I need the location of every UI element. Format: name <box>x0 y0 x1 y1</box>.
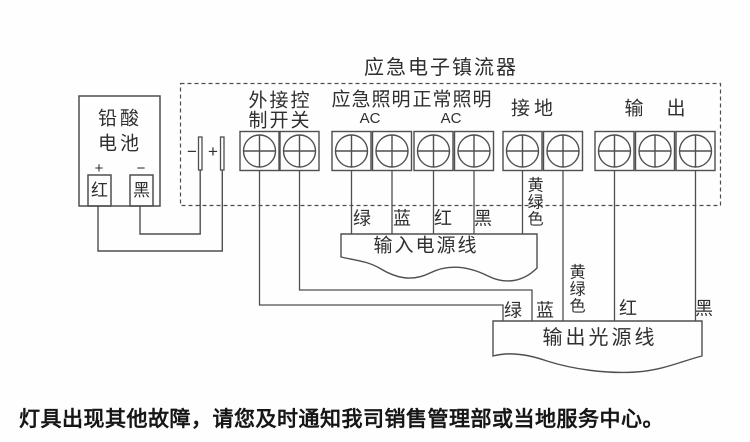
output-light-cable-box <box>492 320 703 374</box>
label-normal-ac: AC <box>440 109 462 127</box>
screw-terminal <box>413 130 454 172</box>
label-control-switch-line1: 外接控 <box>248 90 312 112</box>
screw-terminal <box>371 130 413 172</box>
battery-terminal-red: 红 <box>91 180 108 200</box>
wire-label-output-black: 黑 <box>695 298 713 319</box>
screw-terminal <box>331 130 372 172</box>
screw-terminal <box>675 130 716 172</box>
ballast-dashed-outline <box>179 82 722 207</box>
wire-label-output-blue: 蓝 <box>536 300 554 321</box>
wire-label-input-black: 黑 <box>474 208 492 229</box>
label-output: 输 出 <box>624 98 688 120</box>
wires-to-input-box <box>350 170 524 234</box>
label-ground: 接地 <box>510 98 558 120</box>
terminal-block-normal-ac <box>413 130 495 172</box>
input-power-cable-box <box>340 233 538 282</box>
ballast-plus-sign: + <box>208 141 218 161</box>
screw-terminal <box>542 130 584 172</box>
screw-terminal <box>502 130 543 172</box>
screw-terminal <box>279 130 320 172</box>
wire-label-input-red: 红 <box>434 208 452 229</box>
battery-positive-sign: + <box>94 159 104 177</box>
screw-terminal <box>594 130 635 172</box>
battery-wires <box>97 170 224 252</box>
wire-label-input-green: 绿 <box>353 208 371 229</box>
input-power-cable-label: 输入电源线 <box>373 235 479 257</box>
diagram-title: 应急电子镇流器 <box>364 57 518 80</box>
wire-label-output-red: 红 <box>619 298 637 319</box>
battery-negative-sign: − <box>136 159 146 177</box>
label-emergency-ac: AC <box>359 109 381 127</box>
label-emergency-lighting: 应急照明 <box>331 89 412 111</box>
terminal-block-control <box>239 130 320 172</box>
footer-note: 灯具出现其他故障，请您及时通知我司销售管理部或当地服务中心。 <box>19 408 664 431</box>
wires-to-output-box <box>258 170 697 321</box>
label-normal-lighting: 正常照明 <box>412 89 493 111</box>
screw-terminal <box>634 130 676 172</box>
battery-box <box>78 95 161 207</box>
wire-label-ground-to-output: 黄绿色 <box>566 263 584 315</box>
wire-label-input-blue: 蓝 <box>393 208 411 229</box>
screw-terminal <box>453 130 495 172</box>
wire-label-ground-to-input: 黄绿色 <box>524 176 542 228</box>
battery-terminal-black: 黑 <box>133 180 150 200</box>
battery-name-line2: 电池 <box>97 133 143 155</box>
terminal-block-ground <box>502 130 584 172</box>
label-control-switch-line2: 制开关 <box>248 110 312 132</box>
terminal-block-output <box>594 130 716 172</box>
battery-electrode-symbol <box>197 136 225 171</box>
ballast-minus-sign: − <box>187 141 197 161</box>
terminal-block-emergency-ac <box>331 130 413 172</box>
output-light-cable-label: 输出光源线 <box>542 327 658 350</box>
wire-label-output-green: 绿 <box>504 300 522 321</box>
battery-name-line1: 铅酸 <box>97 108 143 130</box>
screw-terminal <box>239 130 280 172</box>
